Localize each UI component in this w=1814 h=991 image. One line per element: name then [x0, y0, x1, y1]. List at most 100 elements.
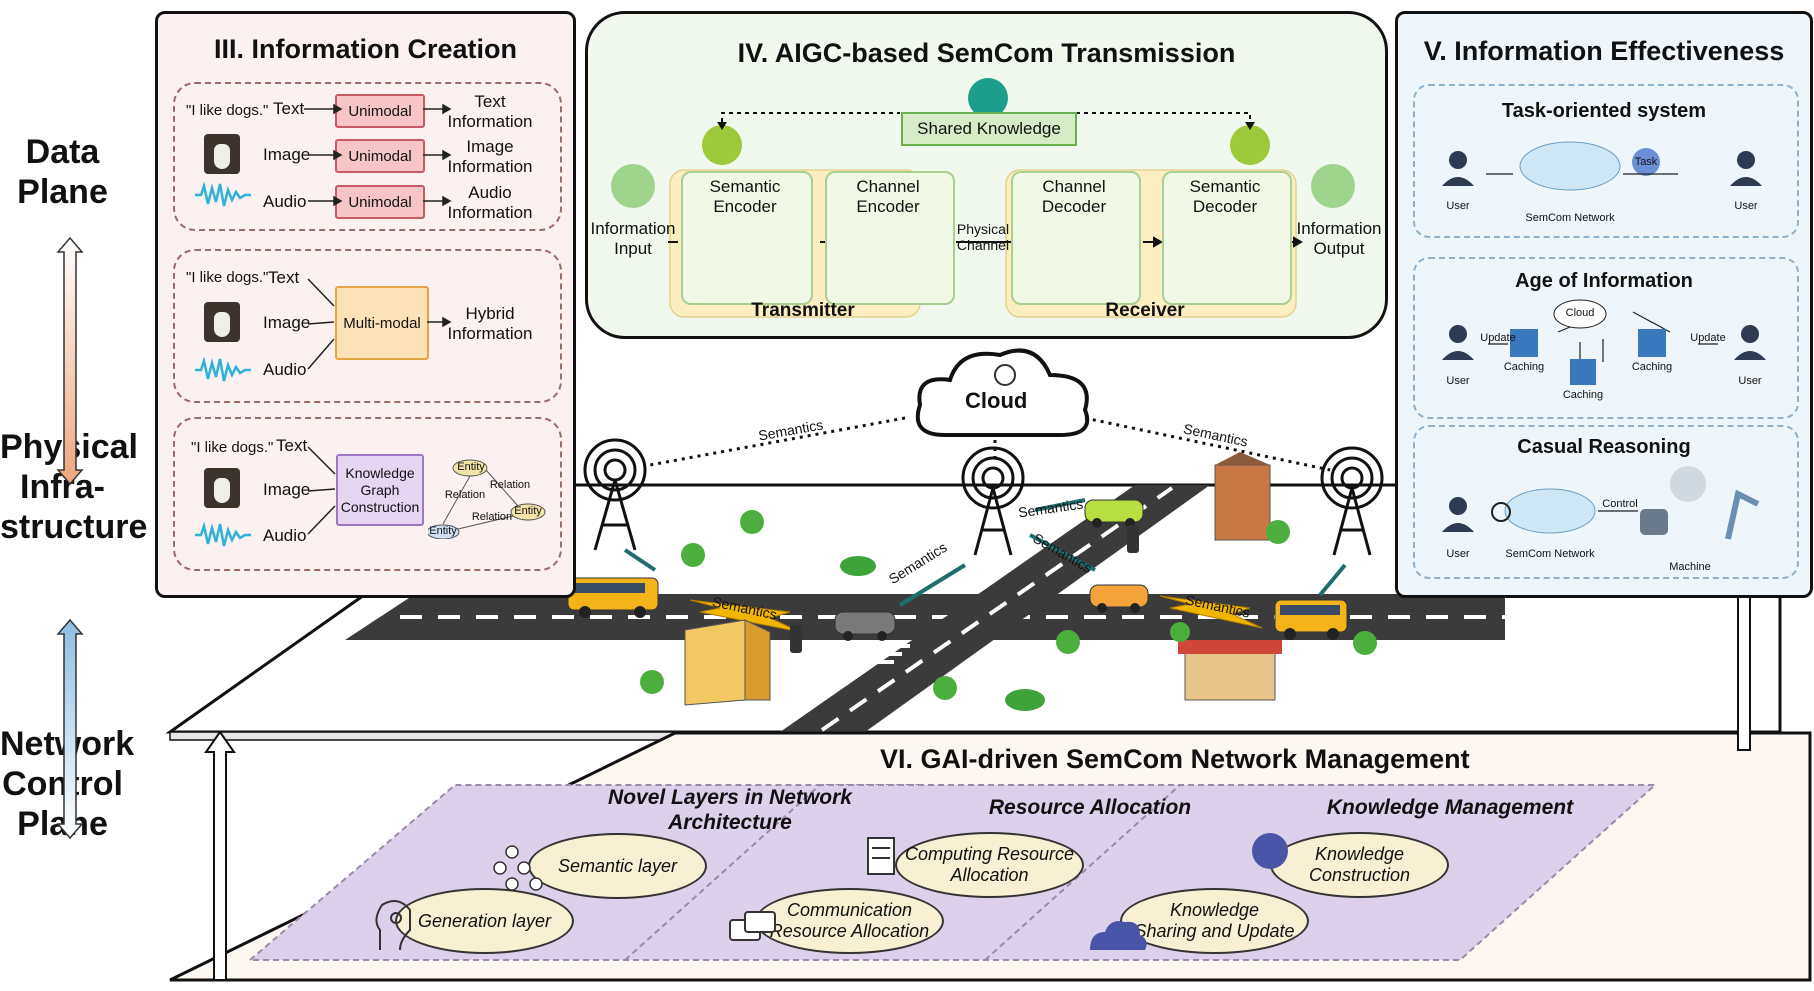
- physical-channel-label: Physical Channel: [956, 221, 1010, 253]
- kg-relation-2: Relation: [444, 489, 486, 501]
- robot-icon: [1640, 466, 1760, 540]
- task-user-left: User: [1446, 200, 1470, 212]
- g2-text-label: Text: [268, 268, 300, 287]
- head-gear-icon: [375, 900, 411, 951]
- information-output-label: Information Output: [1296, 219, 1382, 258]
- bushes: [840, 556, 1045, 711]
- knowledge-construction-oval: Knowledge Construction: [1270, 832, 1449, 898]
- g3-audio-label: Audio: [263, 526, 307, 545]
- shared-knowledge-box: Shared Knowledge: [901, 112, 1077, 146]
- info-creation-panel: III. Information Creation "I like dogs."…: [155, 11, 576, 598]
- aoi-cloud-label: Cloud: [1565, 307, 1595, 319]
- kg-relation-1: Relation: [489, 479, 531, 491]
- semcom-network-icon-2: [1504, 488, 1596, 534]
- causal-machine-label: Machine: [1669, 561, 1711, 573]
- audio-wave-icon-3: [195, 522, 251, 547]
- channel-decoder-box: [1011, 171, 1141, 305]
- causal-group: [1413, 425, 1799, 579]
- causal-user: User: [1446, 548, 1470, 560]
- aoi-caching-left: Caching: [1503, 361, 1545, 373]
- effectiveness-title: V. Information Effectiveness: [1423, 36, 1785, 66]
- g3-image-label: Image: [263, 480, 311, 499]
- network-nodes-icon: [493, 845, 543, 891]
- receiver-label: Receiver: [1105, 300, 1185, 321]
- aoi-group: [1413, 257, 1799, 419]
- dog-image-icon: [204, 134, 240, 174]
- causal-title: Casual Reasoning: [1517, 436, 1691, 458]
- knowledge-construction-label: Knowledge Construction: [1308, 844, 1411, 885]
- kg-entity-2: Entity: [514, 505, 542, 517]
- kg-construction-box: Knowledge Graph Construction: [336, 454, 424, 526]
- aigc-panel: IV. AIGC-based SemCom Transmission: [585, 11, 1388, 339]
- dog-image-icon-2: [204, 302, 240, 342]
- input-chat-icon: [611, 164, 655, 208]
- aoi-user-right: User: [1738, 375, 1762, 387]
- semantic-encoder-box: [681, 171, 813, 305]
- g2-audio-label: Audio: [263, 360, 307, 379]
- building-brick: [1214, 452, 1271, 541]
- g1-text-label: Text: [273, 99, 305, 118]
- aoi-caching-bottom: Caching: [1562, 389, 1604, 401]
- computing-allocation-label: Computing Resource Allocation: [904, 844, 1075, 885]
- col1-heading: Novel Layers in Network Architecture: [608, 786, 852, 834]
- aoi-cloud-icon: [1553, 299, 1607, 329]
- kg-group: [173, 417, 562, 571]
- audio-wave-icon-2: [195, 357, 251, 382]
- task-oriented-group: [1413, 84, 1799, 238]
- chat-bubbles-icon: [729, 911, 776, 941]
- aigc-title: IV. AIGC-based SemCom Transmission: [737, 38, 1236, 68]
- base-station-tower-left: [583, 438, 647, 551]
- col3-heading: Knowledge Management: [1326, 796, 1574, 819]
- unimodal-box-audio: Unimodal: [335, 185, 425, 219]
- communication-allocation-label: Communication Resource Allocation: [769, 900, 930, 941]
- channel-encoder-box: [825, 171, 955, 305]
- management-title: VI. GAI-driven SemCom Network Management: [880, 744, 1470, 774]
- semantic-encoder-label: Semantic Encoder: [709, 177, 781, 216]
- unimodal-group: [173, 82, 562, 231]
- task-oriented-title: Task-oriented system: [1501, 100, 1707, 122]
- caching-icons: [1510, 329, 1666, 385]
- cloud-label: Cloud: [965, 388, 1028, 413]
- audio-wave-icon: [195, 182, 251, 207]
- base-station-tower-center: [961, 446, 1025, 556]
- car-gray: [834, 611, 896, 641]
- g2-image-label: Image: [263, 313, 311, 332]
- g3-quote: "I like dogs.": [191, 439, 274, 456]
- double-arrow-data-physical: [56, 236, 84, 486]
- aoi-caching-right: Caching: [1631, 361, 1673, 373]
- wifi-icon-right: [1230, 125, 1270, 165]
- semcom-network-icon: [1519, 141, 1621, 191]
- cloud-icon: [915, 348, 1090, 437]
- unimodal-box-text: Unimodal: [335, 94, 425, 128]
- generation-layer-label: Generation layer: [417, 910, 552, 931]
- bus-right: [1274, 599, 1348, 640]
- info-creation-arrows: [304, 103, 452, 535]
- car-orange: [1089, 584, 1149, 613]
- user-icons: [1442, 151, 1766, 532]
- aoi-update-right: Update: [1690, 332, 1726, 344]
- semantic-layer-label: Semantic layer: [557, 855, 678, 876]
- generation-layer-oval: Generation layer: [395, 888, 574, 954]
- task-bubble-icon: [1632, 148, 1660, 176]
- kg-graph-icon: [428, 459, 546, 539]
- kg-entity-1: Entity: [457, 461, 485, 473]
- g3-text-label: Text: [276, 436, 308, 455]
- car-green: [1084, 499, 1144, 528]
- col2-heading: Resource Allocation: [988, 796, 1192, 819]
- wifi-icon-left: [702, 125, 742, 165]
- output-chat-icon: [1311, 164, 1355, 208]
- image-information: Image Information: [447, 137, 533, 176]
- g2-quote: "I like dogs.": [186, 269, 269, 286]
- knowledge-sharing-oval: Knowledge Sharing and Update: [1120, 888, 1309, 954]
- g1-audio-label: Audio: [263, 192, 307, 211]
- server-rack-icon: [867, 837, 895, 875]
- shop-building: [1178, 640, 1282, 701]
- cloud-sync-icon: [1090, 921, 1147, 950]
- base-station-tower-right: [1320, 446, 1384, 556]
- gear-icon: [1491, 502, 1511, 522]
- task-user-right: User: [1734, 200, 1758, 212]
- kg-relation-3: Relation: [471, 511, 513, 523]
- g1-image-label: Image: [263, 145, 311, 164]
- audio-information: Audio Information: [447, 183, 533, 222]
